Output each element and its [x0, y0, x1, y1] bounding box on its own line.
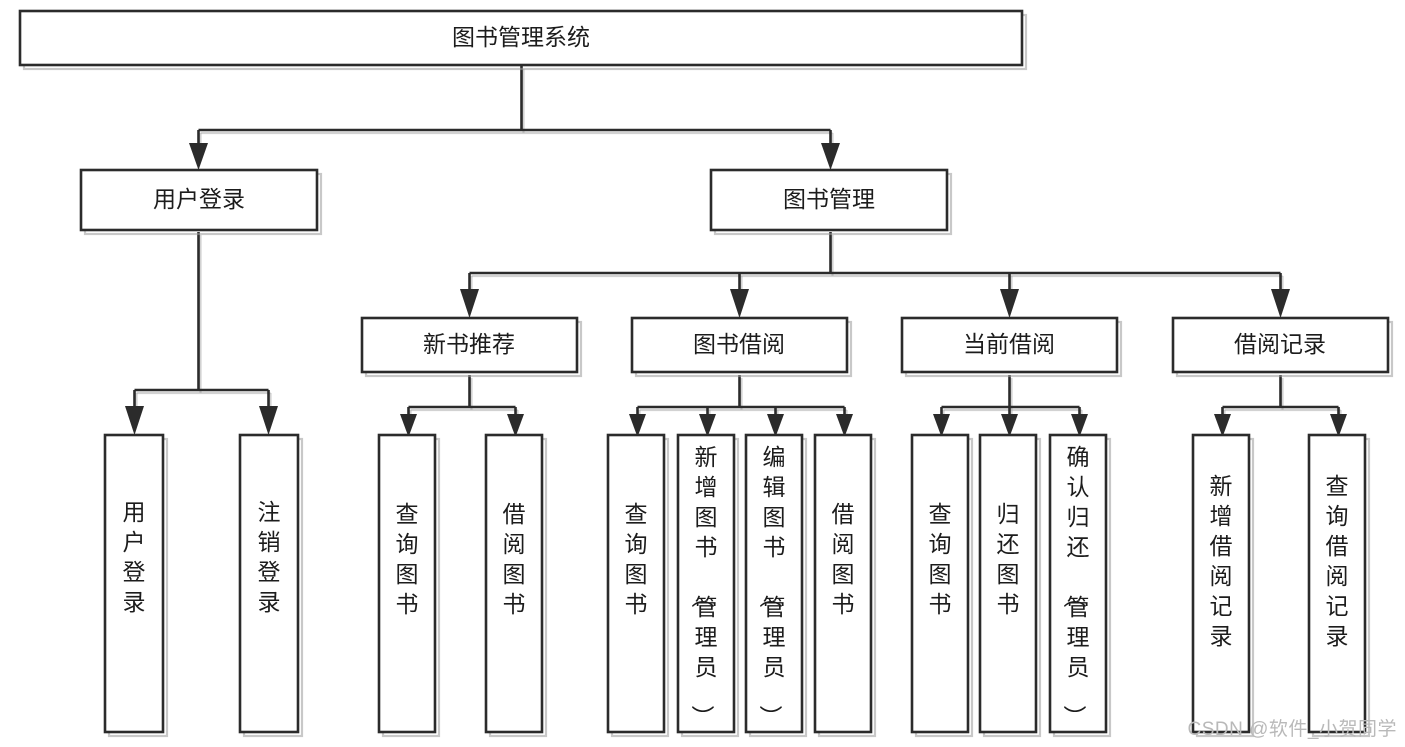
node-leaf-query-book-1-label: 查询图书: [396, 501, 419, 617]
edge-bookborrow-trunk: [629, 375, 853, 437]
node-leaf-query-book-3[interactable]: 查询图书: [910, 433, 974, 738]
edge-root-trunk: [520, 66, 525, 133]
node-leaf-user-login-label: 用户登录: [123, 499, 146, 615]
node-leaf-confirm-return[interactable]: 确认归还（管理员）: [1048, 433, 1112, 738]
node-user-login-label: 用户登录: [153, 186, 245, 212]
node-leaf-query-book-2[interactable]: 查询图书: [606, 433, 670, 738]
node-leaf-edit-book-label: 编辑图书（管理员）: [758, 444, 786, 728]
node-leaf-query-borrow-record-label: 查询借阅记录: [1326, 473, 1349, 649]
node-leaf-query-book-3-label: 查询图书: [929, 501, 952, 617]
node-book-borrow[interactable]: 图书借阅: [630, 316, 853, 378]
node-leaf-borrow-book-1[interactable]: 借阅图书: [484, 433, 548, 738]
node-user-login[interactable]: 用户登录: [79, 168, 323, 236]
node-leaf-add-book[interactable]: 新增图书（管理员）: [676, 433, 740, 738]
node-leaf-add-borrow-record[interactable]: 新增借阅记录: [1191, 433, 1255, 738]
node-book-borrow-label: 图书借阅: [693, 331, 785, 357]
edge-borrowrecord-trunk: [1214, 375, 1347, 437]
edge-currentborrow-trunk: [933, 375, 1088, 437]
node-leaf-query-borrow-record[interactable]: 查询借阅记录: [1307, 433, 1371, 738]
edge-bookmgmt-trunk: [460, 232, 1290, 318]
node-leaf-borrow-book-1-label: 借阅图书: [503, 501, 526, 617]
node-leaf-confirm-return-label: 确认归还（管理员）: [1062, 444, 1090, 728]
node-book-management[interactable]: 图书管理: [709, 168, 953, 236]
node-leaf-add-borrow-record-label: 新增借阅记录: [1210, 473, 1233, 649]
node-leaf-query-book-1[interactable]: 查询图书: [377, 433, 441, 738]
node-current-borrow[interactable]: 当前借阅: [900, 316, 1123, 378]
node-leaf-user-logout[interactable]: 注销登录: [238, 433, 304, 738]
node-leaf-add-book-label: 新增图书（管理员）: [690, 444, 718, 728]
node-root[interactable]: 图书管理系统: [18, 9, 1028, 71]
node-leaf-return-book-label: 归还图书: [997, 501, 1020, 617]
node-new-book-recommend-label: 新书推荐: [423, 331, 515, 357]
edge-root-bus: [189, 128, 840, 170]
node-borrow-record[interactable]: 借阅记录: [1171, 316, 1394, 378]
node-new-book-recommend[interactable]: 新书推荐: [360, 316, 583, 378]
node-leaf-return-book[interactable]: 归还图书: [978, 433, 1042, 738]
node-leaf-borrow-book-2[interactable]: 借阅图书: [813, 433, 877, 738]
node-leaf-user-logout-label: 注销登录: [258, 499, 281, 615]
node-book-management-label: 图书管理: [783, 186, 875, 212]
node-leaf-edit-book[interactable]: 编辑图书（管理员）: [744, 433, 808, 738]
node-leaf-user-login[interactable]: 用户登录: [103, 433, 169, 738]
edges-layer: [125, 66, 1347, 437]
node-leaf-borrow-book-2-label: 借阅图书: [832, 501, 855, 617]
edge-newbook-trunk: [400, 375, 524, 437]
csdn-watermark: CSDN @软件_小贺同学: [1187, 719, 1397, 740]
node-current-borrow-label: 当前借阅: [963, 331, 1055, 357]
edge-userlogin-trunk: [125, 232, 278, 435]
node-borrow-record-label: 借阅记录: [1234, 331, 1326, 357]
node-root-label: 图书管理系统: [452, 24, 590, 50]
node-leaf-query-book-2-label: 查询图书: [625, 501, 648, 617]
